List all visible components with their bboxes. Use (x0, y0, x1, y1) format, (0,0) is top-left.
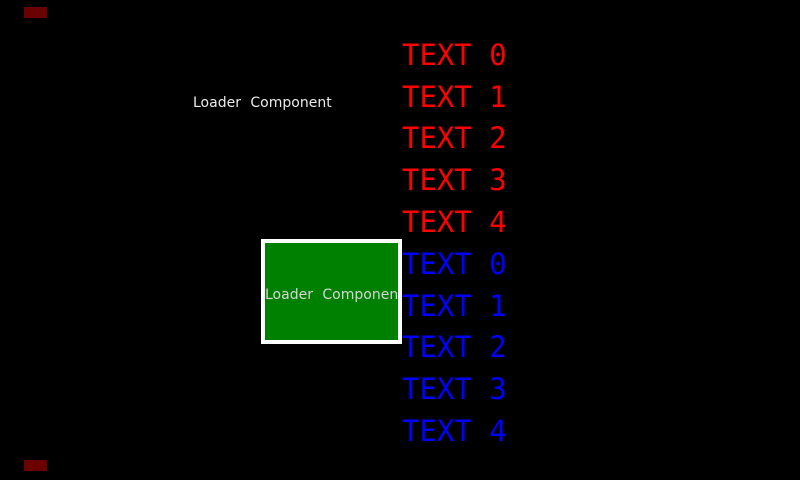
list-item-red-1[interactable]: TEXT 1 (402, 79, 507, 114)
loader-component-title: Loader Component (193, 95, 332, 111)
loader-component-box-label: Loader Component (265, 287, 402, 303)
list-item-blue-3[interactable]: TEXT 3 (402, 372, 507, 407)
list-item-red-3[interactable]: TEXT 3 (402, 163, 507, 198)
activity-indicator-top-left (24, 7, 47, 18)
text-list: TEXT 0 TEXT 1 TEXT 2 TEXT 3 TEXT 4 TEXT … (402, 34, 507, 452)
loader-component-box[interactable]: Loader Component (261, 239, 402, 344)
list-item-blue-4[interactable]: TEXT 4 (402, 414, 507, 449)
list-item-red-0[interactable]: TEXT 0 (402, 37, 507, 72)
list-item-blue-0[interactable]: TEXT 0 (402, 246, 507, 281)
activity-indicator-bottom-left (24, 460, 47, 471)
list-item-blue-2[interactable]: TEXT 2 (402, 330, 507, 365)
list-item-red-2[interactable]: TEXT 2 (402, 121, 507, 156)
list-item-blue-1[interactable]: TEXT 1 (402, 288, 507, 323)
list-item-red-4[interactable]: TEXT 4 (402, 205, 507, 240)
